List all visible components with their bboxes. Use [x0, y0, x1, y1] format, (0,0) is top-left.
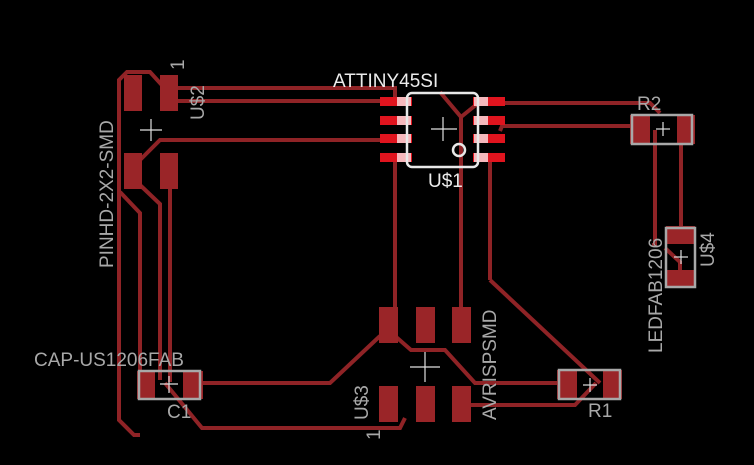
c1-pad-2[interactable]: [183, 371, 203, 399]
u1-pin1-marker-icon: [451, 142, 467, 158]
u1-pin-3[interactable]: [380, 134, 412, 143]
u2-pin1-label: 1: [168, 59, 189, 70]
trace-u3-mid: [393, 334, 560, 385]
trace-r2-to-led-left: [652, 130, 657, 247]
u1-pin-8[interactable]: [473, 97, 505, 106]
r1-pad-1[interactable]: [557, 370, 577, 399]
r1-pad-2[interactable]: [603, 370, 622, 399]
c1-value-label: CAP-US1206FAB: [34, 350, 184, 371]
u3-pad-4[interactable]: [416, 307, 435, 343]
u4-origin-cross-icon: [674, 250, 688, 264]
trace-u2-mid-to-u1-pin3: [138, 138, 390, 162]
r2-outline: [630, 113, 694, 146]
trace-u1-pin7-to-r2: [498, 124, 636, 132]
u2-pinheader[interactable]: [124, 75, 178, 189]
u2-pad-3[interactable]: [124, 153, 142, 189]
u3-avrisp-header[interactable]: [379, 307, 471, 422]
u1-value-label: ATTINY45SI: [333, 71, 438, 92]
c1-outline: [137, 369, 202, 401]
r1-origin-cross-icon: [583, 378, 597, 392]
u3-value-label: AVRISPSMD: [480, 309, 501, 420]
u4-outline: [664, 226, 697, 289]
r2-resistor[interactable]: [630, 113, 695, 146]
c1-name-label: C1: [167, 402, 191, 423]
u2-pad-1[interactable]: [124, 75, 142, 111]
u1-package-outline: [405, 91, 480, 169]
u1-pin-7[interactable]: [473, 116, 505, 125]
u3-pad-5[interactable]: [452, 386, 471, 422]
u2-origin-cross-icon: [140, 119, 162, 141]
u1-pin-4[interactable]: [380, 153, 412, 162]
trace-led-diag: [663, 246, 682, 272]
c1-origin-cross-icon: [160, 376, 178, 393]
labels: ATTINY45SI U$1 PINHD-2X2-SMD U$2 1 R2 LE…: [34, 59, 719, 440]
u3-pad-3[interactable]: [416, 386, 435, 422]
r2-origin-cross-icon: [656, 122, 670, 136]
r1-resistor[interactable]: [557, 368, 622, 401]
r2-name-label: R2: [637, 94, 661, 115]
u3-origin-cross-icon: [410, 352, 440, 382]
c1-pad-1[interactable]: [137, 371, 155, 399]
u1-pin-1[interactable]: [380, 97, 412, 106]
u4-pad-2[interactable]: [666, 270, 695, 288]
u2-pad-4[interactable]: [160, 153, 178, 189]
trace-u2-pad3-right: [138, 183, 162, 380]
u3-name-label: U$3: [352, 385, 373, 420]
trace-u2-pin1-to-u1: [170, 86, 397, 100]
trace-u3-right-to-r1: [465, 381, 598, 407]
c1-capacitor[interactable]: [137, 369, 203, 401]
u1-pin-2[interactable]: [380, 116, 412, 125]
trace-avr-to-r1-diag: [488, 278, 602, 385]
r1-outline: [557, 368, 622, 401]
trace-u2-top-loop: [117, 70, 172, 437]
traces: [117, 70, 683, 437]
u4-name-label: U$4: [698, 232, 719, 267]
r2-pad-2[interactable]: [677, 115, 695, 144]
u2-value-label: PINHD-2X2-SMD: [97, 120, 118, 268]
u4-led[interactable]: [664, 226, 697, 289]
trace-c1-to-u3: [200, 334, 382, 385]
r1-name-label: R1: [588, 401, 612, 422]
u1-name-label: U$1: [428, 171, 463, 192]
trace-u2-pad3-left: [118, 190, 142, 375]
u1-attiny45[interactable]: [380, 91, 505, 169]
u3-pad-2[interactable]: [379, 307, 398, 343]
u2-name-label: U$2: [188, 85, 209, 120]
u4-pad-1[interactable]: [666, 226, 695, 244]
r2-pad-1[interactable]: [630, 115, 650, 144]
u3-pad-6[interactable]: [452, 307, 471, 343]
u1-pin-5[interactable]: [473, 153, 505, 162]
u3-pad-1[interactable]: [379, 386, 398, 422]
trace-c1-bottom: [163, 381, 407, 430]
u4-value-label: LEDFAB1206: [646, 238, 667, 353]
u2-pad-2[interactable]: [160, 75, 178, 111]
trace-u1-to-r2: [500, 101, 662, 115]
u1-origin-cross-icon: [431, 117, 457, 141]
u3-pin1-label: 1: [364, 429, 385, 440]
u1-pin-6[interactable]: [473, 134, 505, 143]
